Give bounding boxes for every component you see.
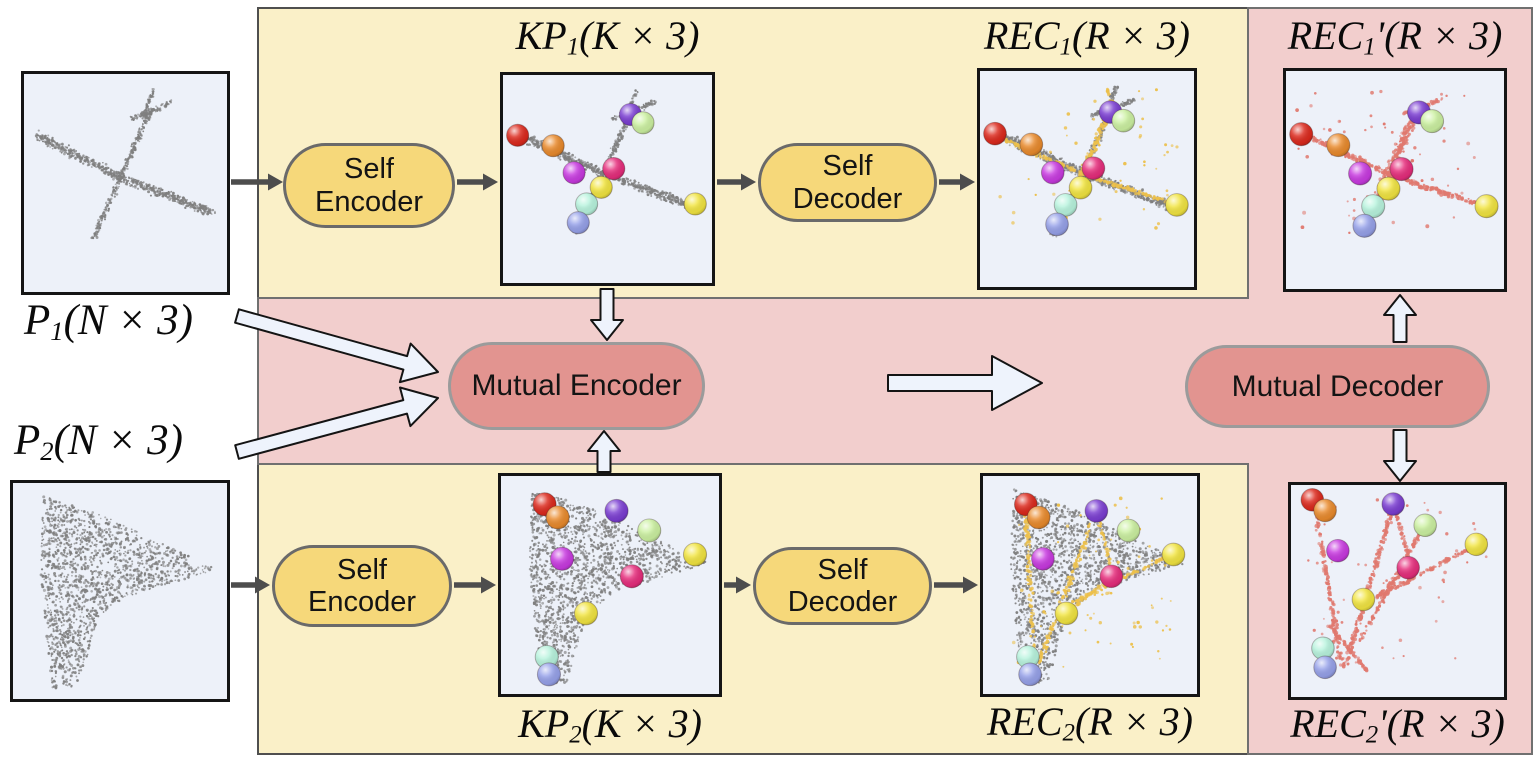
rec1-prime-canvas [1289,89,1499,238]
keypoints-kp1-canvas [506,89,707,235]
label-kp1: KP1(K × 3) [515,13,700,61]
block-label-line: Mutual Encoder [471,369,682,403]
pointcloud-p2-panel [10,480,230,702]
label-rec1-prime: REC1'(R × 3) [1287,13,1503,61]
keypoints-kp2-panel [498,473,722,697]
label-p2: P2(N × 3) [14,417,183,466]
label-rec2-prime: REC2'(R × 3) [1290,701,1505,749]
label-rec1: REC1(R × 3) [983,13,1191,61]
reconstruction-rec2-panel [980,473,1200,697]
arrow-self-encoder-to-kp1-head [483,173,498,191]
self-decoder-block-top: Self Decoder [758,143,937,222]
arrow-p2-to-mutual-encoder [234,386,439,460]
mutual-decoder-block: Mutual Decoder [1185,345,1490,428]
label-rec2: REC2(R × 3) [986,699,1194,747]
pointcloud-p1-panel [21,71,230,295]
arrow-self-encoder-to-kp2-head [481,576,496,594]
rec2-prime-canvas [1300,488,1489,680]
self-encoder-block-bottom: Self Encoder [272,545,452,627]
mutual-reconstruction-rec1-prime-panel [1283,68,1507,292]
mutual-reconstruction-rec2-prime-panel [1288,482,1507,700]
keypoints-kp1-panel [500,72,715,286]
block-label-line: Self [337,553,387,586]
block-label-line: Self [817,553,868,586]
mutual-encoder-block: Mutual Encoder [448,342,705,430]
block-label-line: Encoder [307,586,416,618]
arrow-kp1-to-mutual-encoder [590,288,624,341]
arrow-kp1-to-self-decoder-head [741,173,756,191]
arrow-kp2-to-mutual-encoder [587,430,621,473]
block-label-line: Mutual Decoder [1231,369,1444,403]
arrow-p1-to-self-encoder-head [268,173,283,191]
arrow-kp2-to-self-decoder-head [736,576,751,594]
arrow-p1-to-mutual-encoder [234,308,439,384]
self-encoder-block-top: Self Encoder [283,143,455,228]
block-label-line: Self [822,150,873,183]
label-p1: P1(N × 3) [24,297,193,346]
arrow-mutual-encoder-to-mutual-decoder [887,355,1043,411]
pointcloud-p2-canvas [39,495,213,690]
reconstruction-rec2-canvas [1009,488,1186,687]
arrow-self-decoder-to-rec2-head [963,576,978,594]
reconstruction-rec1-panel [977,68,1197,290]
self-decoder-block-bottom: Self Decoder [753,547,932,625]
keypoints-kp2-canvas [528,492,708,687]
arrow-mutual-decoder-to-rec2-prime [1383,429,1417,482]
label-kp2: KP2(K × 3) [518,701,702,749]
pointcloud-p1-canvas [34,88,217,240]
arrow-mutual-decoder-to-rec1-prime [1383,294,1417,343]
block-label-line: Encoder [314,185,423,218]
block-label-line: Self [344,153,394,186]
reconstruction-rec1-canvas [983,85,1189,238]
arrow-self-decoder-to-rec1-head [960,173,975,191]
block-label-line: Decoder [787,586,898,618]
arrow-p2-to-self-encoder-head [255,576,270,594]
block-label-line: Decoder [792,182,903,215]
